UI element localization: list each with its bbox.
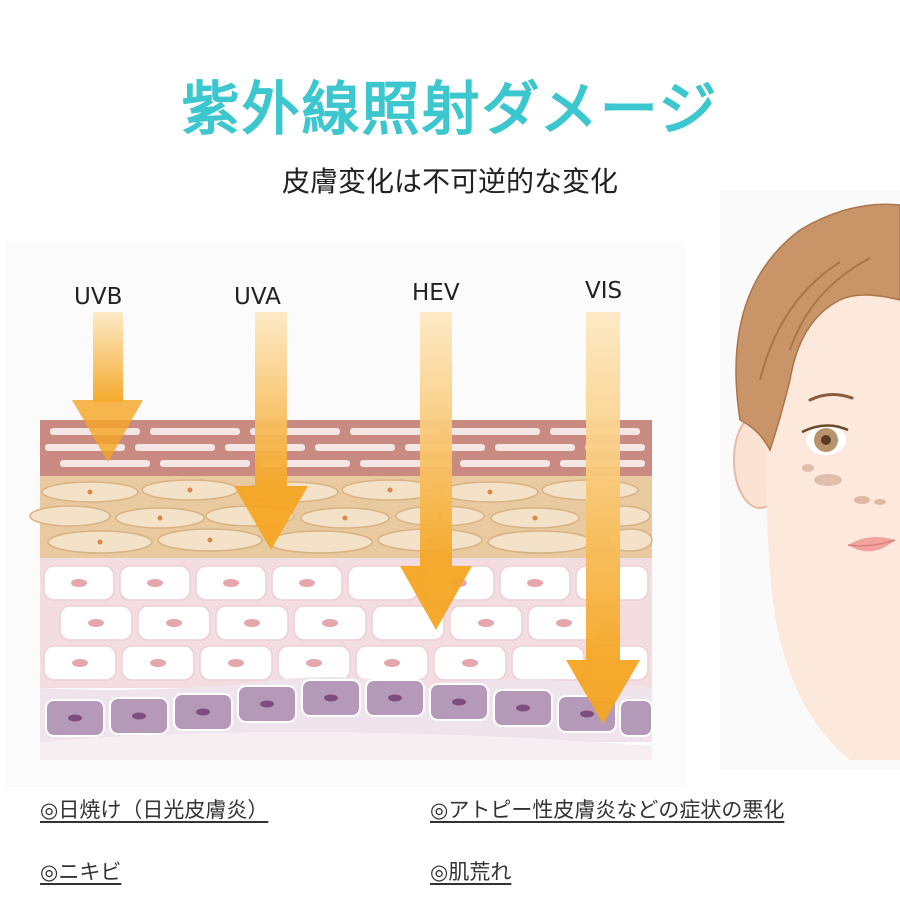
uva-arrow bbox=[234, 312, 308, 550]
hev-arrow bbox=[400, 312, 472, 630]
uvb-label: UVB bbox=[74, 284, 123, 310]
hev-label: HEV bbox=[412, 280, 460, 306]
page-title: 紫外線照射ダメージ bbox=[181, 75, 719, 143]
spinous-layer bbox=[40, 558, 652, 688]
basal-layer bbox=[40, 676, 653, 760]
granular-layer bbox=[29, 476, 653, 558]
vis-label: VIS bbox=[585, 278, 623, 304]
face-illustration bbox=[733, 203, 900, 760]
note-rough-skin: ◎肌荒れ bbox=[430, 860, 512, 884]
note-sunburn: ◎日焼け（日光皮膚炎） bbox=[40, 798, 269, 822]
note-atopic-dermatitis: ◎アトピー性皮膚炎などの症状の悪化 bbox=[430, 798, 785, 822]
page-subtitle: 皮膚変化は不可逆的な変化 bbox=[281, 165, 618, 198]
uvb-arrow bbox=[72, 312, 143, 462]
note-acne: ◎ニキビ bbox=[40, 860, 122, 884]
stratum-corneum-layer bbox=[40, 420, 652, 476]
uva-label: UVA bbox=[234, 284, 281, 310]
vis-arrow bbox=[566, 312, 640, 724]
